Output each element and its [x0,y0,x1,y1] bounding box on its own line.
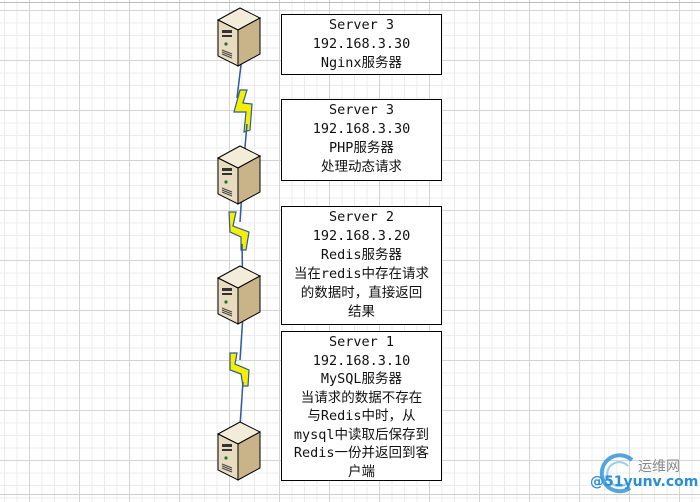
node-role: PHP服务器 [329,140,394,156]
server-tower-icon[interactable] [214,260,266,328]
node-description: 与Redis中时，从 [307,408,416,424]
node-name: Server 2 [328,209,395,225]
node-description: Redis一份并返回到客 [293,445,430,461]
node-description: 户端 [348,463,375,480]
canvas-top-border [0,2,700,3]
node-description: mysql中读取后保存到 [293,426,430,443]
canvas-bottom-border [0,494,700,495]
watermark: 运维网 @51yunv.com [590,452,700,496]
node-description: 当在redis中存在请求 [293,266,430,282]
watermark-url: @51yunv.com [590,474,699,490]
lightning-bolt-icon [233,89,253,133]
node-ip: 192.168.3.30 [312,36,411,52]
node-role: MySQL服务器 [320,371,403,387]
server-tower-icon[interactable] [214,2,266,70]
node-name: Server 1 [328,334,395,350]
node-ip: 192.168.3.10 [312,352,411,369]
node-name: Server 3 [328,17,395,33]
node-role: Redis服务器 [320,247,403,263]
watermark-logo-icon [599,453,634,494]
node-description: 处理动态请求 [321,159,402,175]
node-description: 的数据时，直接返回 [300,285,423,301]
node-box-mysql[interactable]: Server 1 192.168.3.10 MySQL服务器 当请求的数据不存在… [281,331,442,481]
node-box-php[interactable]: Server 3 192.168.3.30 PHP服务器 处理动态请求 [281,99,442,181]
node-box-nginx[interactable]: Server 3 192.168.3.30 Nginx服务器 [281,14,442,75]
server-tower-icon[interactable] [214,140,266,208]
node-description: 当请求的数据不存在 [300,389,423,406]
node-name: Server 3 [328,102,395,118]
watermark-title: 运维网 [638,459,680,475]
node-box-redis[interactable]: Server 2 192.168.3.20 Redis服务器 当在redis中存… [281,206,442,325]
node-role: Nginx服务器 [320,55,403,71]
node-ip: 192.168.3.30 [312,121,411,137]
node-ip: 192.168.3.20 [312,228,411,244]
node-description: 结果 [348,304,375,320]
lightning-bolt-icon [229,352,250,387]
lightning-bolt-icon [228,211,250,251]
server-tower-icon[interactable] [214,416,266,484]
